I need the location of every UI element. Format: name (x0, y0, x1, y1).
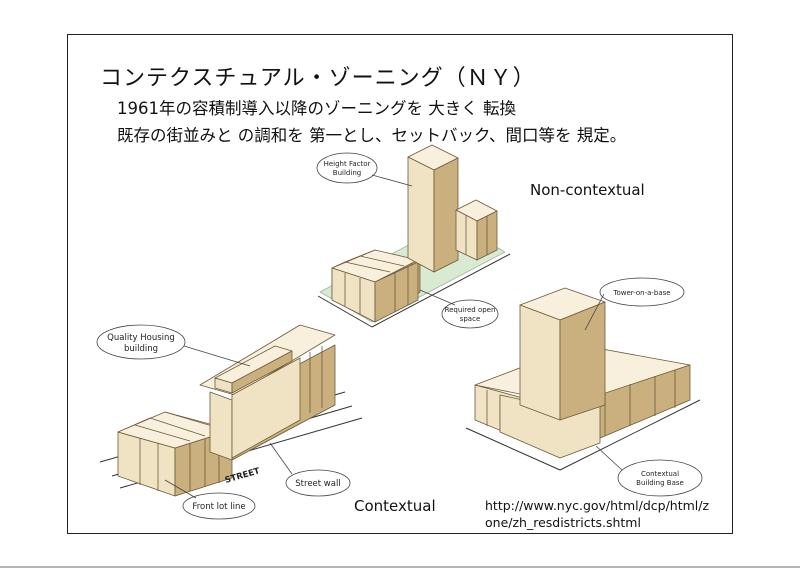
quality-housing-callout (96, 324, 186, 360)
required-open-text-2: space (460, 315, 481, 323)
front-lot-line-text: Front lot line (192, 502, 245, 512)
noncontextual-label: Non-contextual (530, 181, 645, 199)
street-wall-callout (285, 469, 351, 497)
height-factor-text-2: Building (333, 169, 361, 177)
source-url-line-2: one/zh_resdistricts.shtml (485, 515, 641, 530)
slide-title: コンテクスチュアル・ゾーニング（ＮＹ） (100, 66, 536, 91)
tower-on-base-tower (519, 287, 606, 421)
required-open-space-callout (441, 299, 499, 329)
source-url: http://www.nyc.gov/html/dcp/html/z one/z… (485, 497, 709, 531)
street-wall-text: Street wall (295, 479, 340, 489)
contextual-base-callout (617, 459, 703, 497)
tower-on-base-text: Tower-on-a-base (612, 289, 670, 297)
contextual-street-diagram (99, 324, 363, 497)
noncontextual-row-buildings (331, 249, 421, 323)
subtitle-line-2: 既存の街並みと の調和を 第一とし、セットバック、間口等を 規定。 (117, 126, 627, 145)
height-factor-text-1: Height Factor (324, 160, 371, 168)
noncontextual-diagram (317, 144, 511, 328)
contextual-label: Contextual (354, 497, 436, 515)
tower-on-base-callout (599, 277, 685, 307)
front-lot-line-callout (182, 492, 256, 520)
contextual-base-text-1: Contextual (641, 470, 679, 478)
noncontextual-right-buildings (455, 199, 498, 261)
bottom-border-line (0, 566, 800, 568)
quality-housing-text-2: building (124, 344, 158, 354)
subtitle-line-1: 1961年の容積制導入以降のゾーニングを 大きく 転換 (117, 99, 516, 118)
quality-housing-building (199, 324, 336, 461)
height-factor-callout (316, 152, 378, 184)
quality-housing-text-1: Quality Housing (107, 333, 175, 343)
contextual-base-text-2: Building Base (636, 479, 684, 487)
source-url-line-1: http://www.nyc.gov/html/dcp/html/z (485, 498, 710, 513)
required-open-text-1: Required open (445, 306, 496, 314)
height-factor-tower (407, 144, 459, 273)
tower-on-base-diagram (465, 287, 701, 471)
